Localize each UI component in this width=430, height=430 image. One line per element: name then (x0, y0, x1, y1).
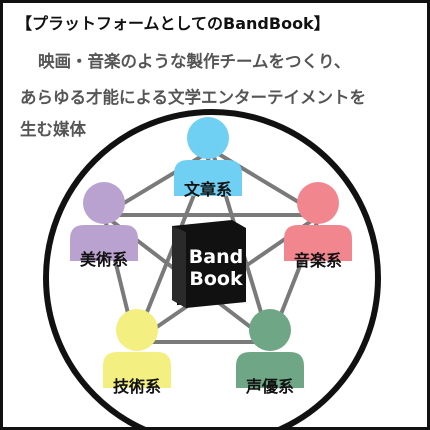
person-body-icon (103, 352, 171, 388)
node-music: 音楽系 (284, 182, 352, 270)
node-voice: 声優系 (236, 309, 304, 396)
book-title-line1: Band (189, 246, 243, 268)
node-label-art: 美術系 (80, 250, 128, 269)
description-line-1: 映画・音楽のような製作チームをつくり、 (38, 52, 351, 71)
person-body-icon (236, 352, 304, 388)
node-label-writing: 文章系 (184, 180, 232, 199)
page-title: 【プラットフォームとしてのBandBook】 (16, 14, 330, 33)
node-tech: 技術系 (103, 309, 171, 396)
bandbook-book-icon: Band Book (172, 220, 246, 308)
book-cover (172, 220, 246, 308)
description-line-2: あらゆる才能による文学エンターテイメントを (20, 88, 367, 107)
star-line (102, 148, 322, 344)
person-body-icon (284, 225, 352, 261)
person-body-icon (70, 225, 138, 261)
person-head-icon (116, 309, 158, 351)
person-head-icon (249, 309, 291, 351)
node-label-tech: 技術系 (113, 377, 161, 396)
node-label-music: 音楽系 (294, 251, 342, 270)
person-head-icon (83, 182, 125, 224)
book-title-line2: Book (189, 268, 243, 290)
node-label-voice: 声優系 (245, 377, 294, 396)
person-body-icon (174, 160, 242, 196)
person-head-icon (187, 117, 229, 159)
book-spine (172, 226, 186, 308)
outer-ring (43, 109, 381, 430)
description-line-3: 生む媒体 (20, 120, 86, 139)
node-writing: 文章系 (174, 117, 242, 199)
node-art: 美術系 (70, 182, 138, 269)
person-head-icon (297, 182, 339, 224)
